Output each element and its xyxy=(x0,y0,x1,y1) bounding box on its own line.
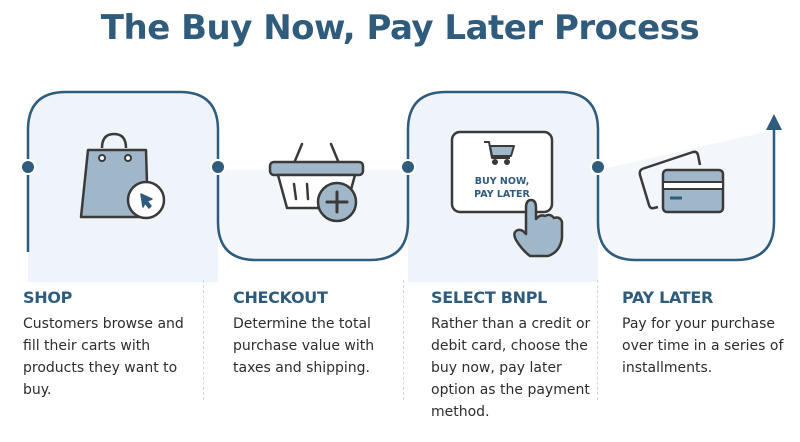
step-select-bnpl: SELECT BNPL Rather than a credit or debi… xyxy=(431,288,601,423)
bnpl-button xyxy=(450,130,554,214)
step-heading: SHOP xyxy=(23,288,73,307)
step-heading: PAY LATER xyxy=(622,288,714,307)
process-line xyxy=(26,90,776,262)
arrow-up-icon xyxy=(766,114,782,130)
column-divider xyxy=(203,280,204,400)
basket-plus-icon xyxy=(268,142,365,223)
pointing-hand-icon xyxy=(513,198,564,258)
step-dot xyxy=(400,159,416,175)
step-shop: SHOP Customers browse and fill their car… xyxy=(23,288,193,401)
step-pay-later: PAY LATER Pay for your purchase over tim… xyxy=(622,288,792,379)
step-dot xyxy=(210,159,226,175)
step-dot xyxy=(590,159,606,175)
step-description: Customers browse and fill their carts wi… xyxy=(23,316,184,398)
checkout-panel xyxy=(218,170,408,260)
cart-icon xyxy=(484,141,515,165)
bnpl-button-label-line1: BUY NOW, xyxy=(475,176,529,187)
column-divider xyxy=(403,280,404,400)
column-divider xyxy=(597,280,598,400)
bnpl-button-hand-icon: BUY NOW, PAY LATER xyxy=(450,130,564,258)
step-heading: SELECT BNPL xyxy=(431,288,548,307)
step-description: Determine the total purchase value with … xyxy=(233,316,375,376)
step-description: Rather than a credit or debit card, choo… xyxy=(431,316,591,420)
step-heading: CHECKOUT xyxy=(233,288,328,307)
step-checkout: CHECKOUT Determine the total purchase va… xyxy=(233,288,403,379)
step-dot xyxy=(20,159,36,175)
shopping-bag-cursor-icon xyxy=(79,132,166,220)
credit-cards-icon xyxy=(638,150,725,214)
page-title: The Buy Now, Pay Later Process xyxy=(100,8,700,48)
bnpl-button-label-line2: PAY LATER xyxy=(474,189,530,200)
step-description: Pay for your purchase over time in a ser… xyxy=(622,316,784,376)
